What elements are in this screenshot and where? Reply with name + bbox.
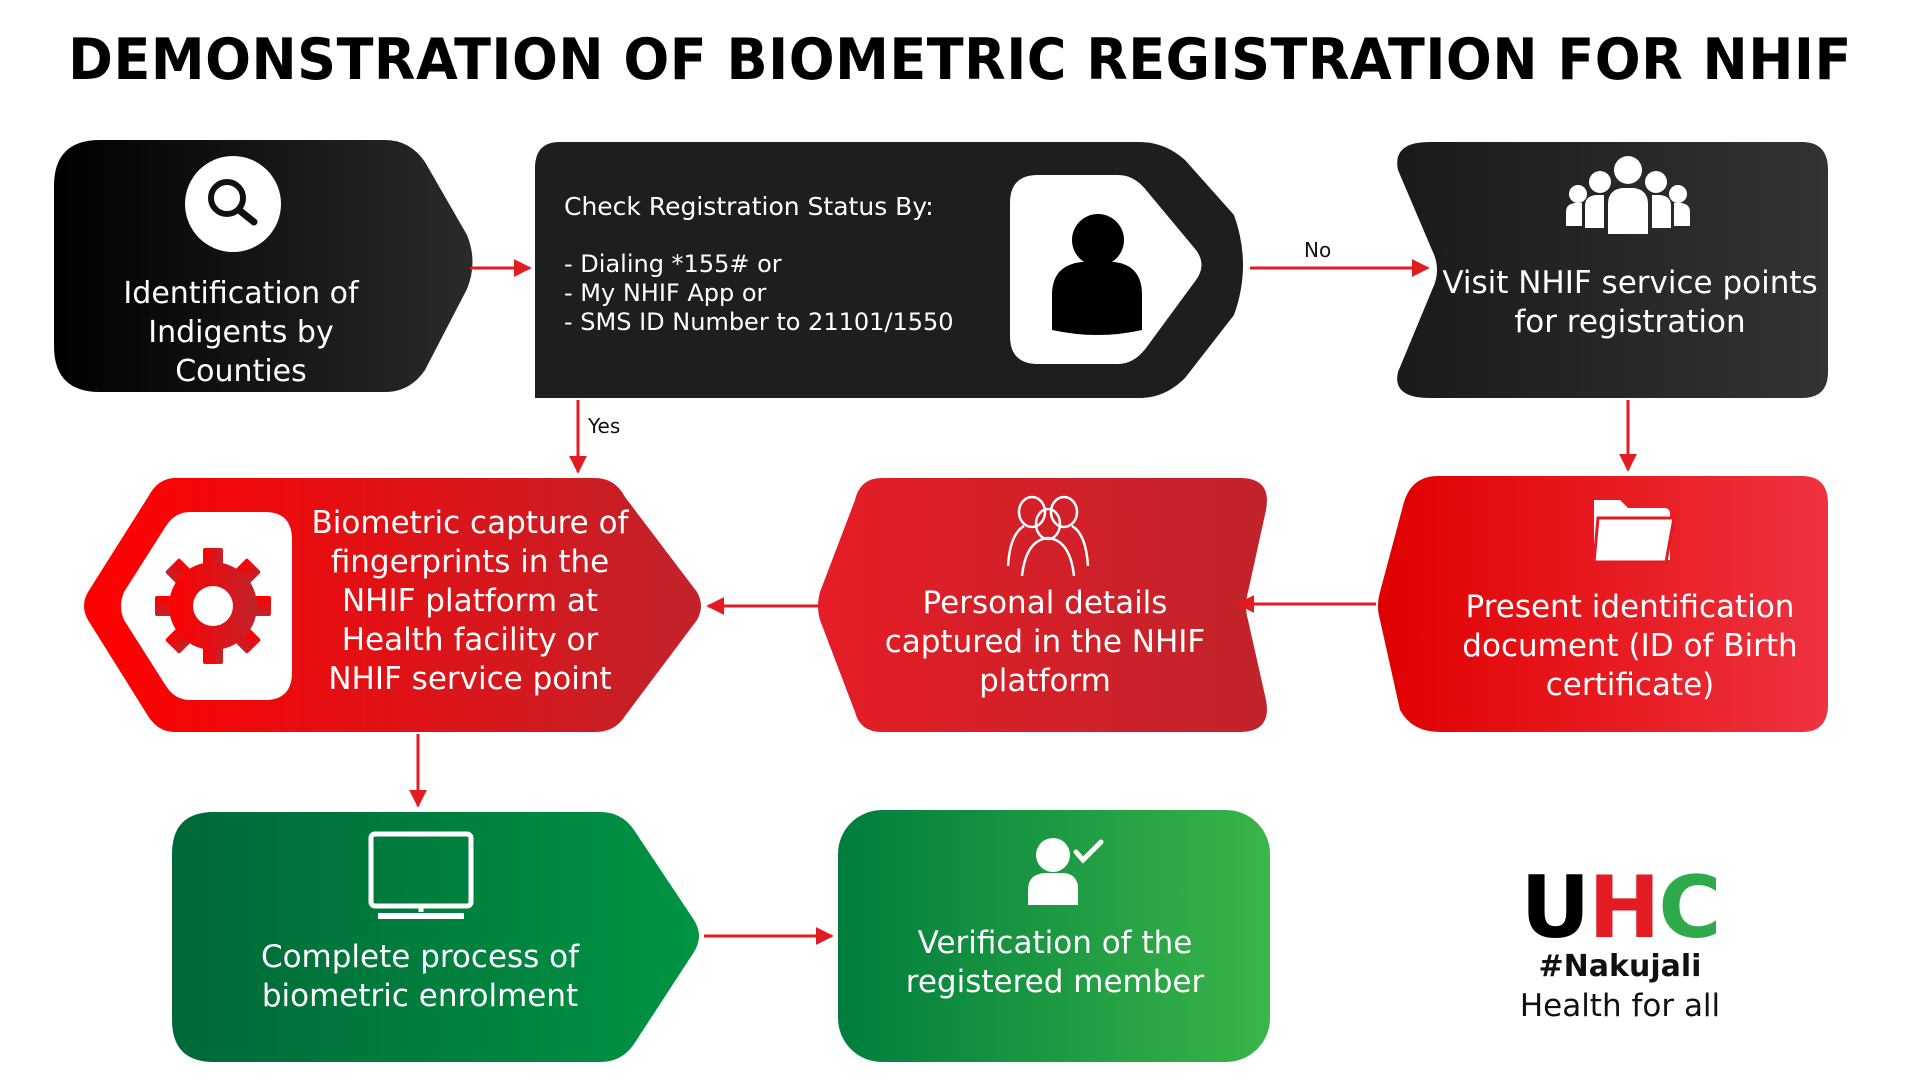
check-status-heading: Check Registration Status By:	[564, 192, 934, 221]
node-personal-details-shape	[818, 478, 1267, 732]
node-complete-enrolment-label: Complete process of biometric enrolment	[260, 939, 580, 1014]
node-verification-shape	[838, 810, 1270, 1062]
uhc-letter-c: C	[1658, 858, 1721, 958]
gear-icon	[121, 512, 292, 700]
user-check-icon	[1028, 838, 1104, 905]
edge-label-no: No	[1304, 238, 1332, 262]
check-status-option-3: - SMS ID Number to 21101/1550	[564, 308, 954, 336]
node-identification-shape	[54, 140, 473, 392]
user-icon	[1010, 175, 1202, 364]
node-visit-service-label: Visit NHIF service points for registrati…	[1442, 265, 1818, 340]
page-title: DEMONSTRATION OF BIOMETRIC REGISTRATION …	[68, 26, 1852, 93]
uhc-tagline: Health for all	[1519, 988, 1721, 1024]
check-status-option-2: - My NHIF App or	[564, 279, 767, 307]
users-outline-icon	[1006, 495, 1090, 577]
uhc-letter-u: U	[1520, 858, 1591, 958]
search-icon	[185, 156, 281, 252]
node-present-id-shape	[1378, 476, 1828, 732]
monitor-icon	[368, 831, 474, 919]
uhc-logo: UHC	[1490, 865, 1750, 951]
node-personal-details-label: Personal details captured in the NHIF pl…	[884, 585, 1206, 699]
folder-icon	[1592, 500, 1676, 564]
uhc-hashtag: #Nakujali	[1538, 949, 1702, 984]
node-complete-enrolment-shape	[172, 812, 699, 1062]
node-biometric-capture-label: Biometric capture of fingerprints in the…	[311, 505, 629, 697]
node-present-id-label: Present identification document (ID of B…	[1462, 589, 1798, 703]
edge-label-yes: Yes	[588, 414, 621, 438]
uhc-letter-h: H	[1588, 858, 1660, 958]
group-icon	[1566, 156, 1690, 234]
check-status-option-1: - Dialing *155# or	[564, 250, 782, 278]
node-verification-label: Verification of the registered member	[905, 925, 1205, 1000]
node-identification-label: Identification of Indigents by Counties	[123, 276, 359, 389]
node-visit-service-shape	[1397, 142, 1828, 398]
uhc-logo-block: UHC #Nakujali Health for all	[1490, 865, 1750, 1026]
